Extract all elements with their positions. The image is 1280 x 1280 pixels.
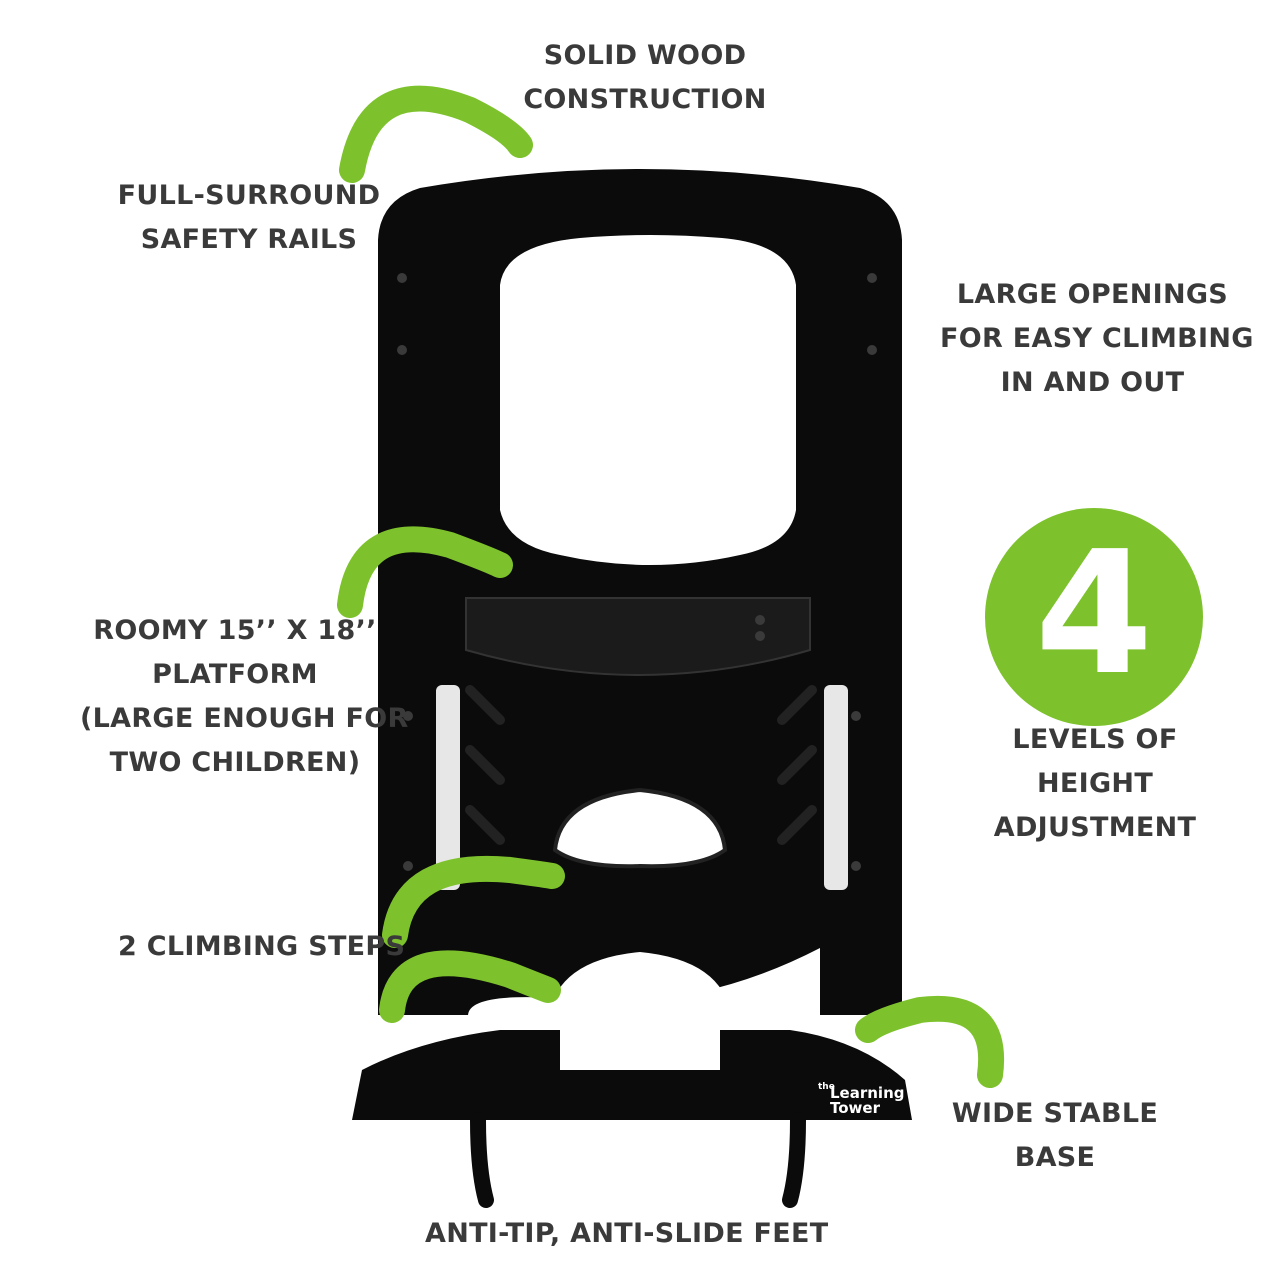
label-safety-rails: FULL-SURROUND SAFETY RAILS — [117, 180, 381, 255]
label-solid-wood: SOLID WOOD CONSTRUCTION — [523, 40, 767, 115]
label-base: WIDE STABLE BASE — [951, 1098, 1159, 1173]
brand-small: the — [818, 1082, 835, 1092]
brand-line1: Learning — [830, 1084, 905, 1102]
platform — [465, 597, 811, 676]
curved-arrow-icon — [382, 855, 565, 948]
curved-arrow-icon — [337, 526, 513, 618]
anti-tip-feet — [470, 1112, 806, 1208]
brand-line2: Tower — [830, 1099, 880, 1117]
curved-arrow-icon — [339, 85, 533, 183]
tower-base — [352, 1030, 912, 1120]
levels-badge: 4 — [985, 508, 1203, 726]
brand-logo: the Learning Tower — [818, 1083, 905, 1116]
upper-step-opening — [552, 787, 728, 869]
upper-opening — [500, 235, 796, 565]
label-levels: LEVELS OF HEIGHT ADJUSTMENT — [993, 724, 1197, 843]
label-platform: ROOMY 15’’ X 18’’ PLATFORM (LARGE ENOUGH… — [80, 615, 409, 778]
learning-tower-image — [352, 169, 912, 1208]
curved-arrow-icon — [855, 995, 1005, 1088]
levels-number: 4 — [1034, 515, 1154, 713]
label-large-openings: LARGE OPENINGS FOR EASY CLIMBING IN AND … — [940, 279, 1254, 398]
label-feet: ANTI-TIP, ANTI-SLIDE FEET — [425, 1218, 829, 1249]
label-steps: 2 CLIMBING STEPS — [118, 931, 406, 962]
lower-step-opening — [548, 952, 732, 1020]
curved-arrow-icon — [379, 950, 561, 1023]
